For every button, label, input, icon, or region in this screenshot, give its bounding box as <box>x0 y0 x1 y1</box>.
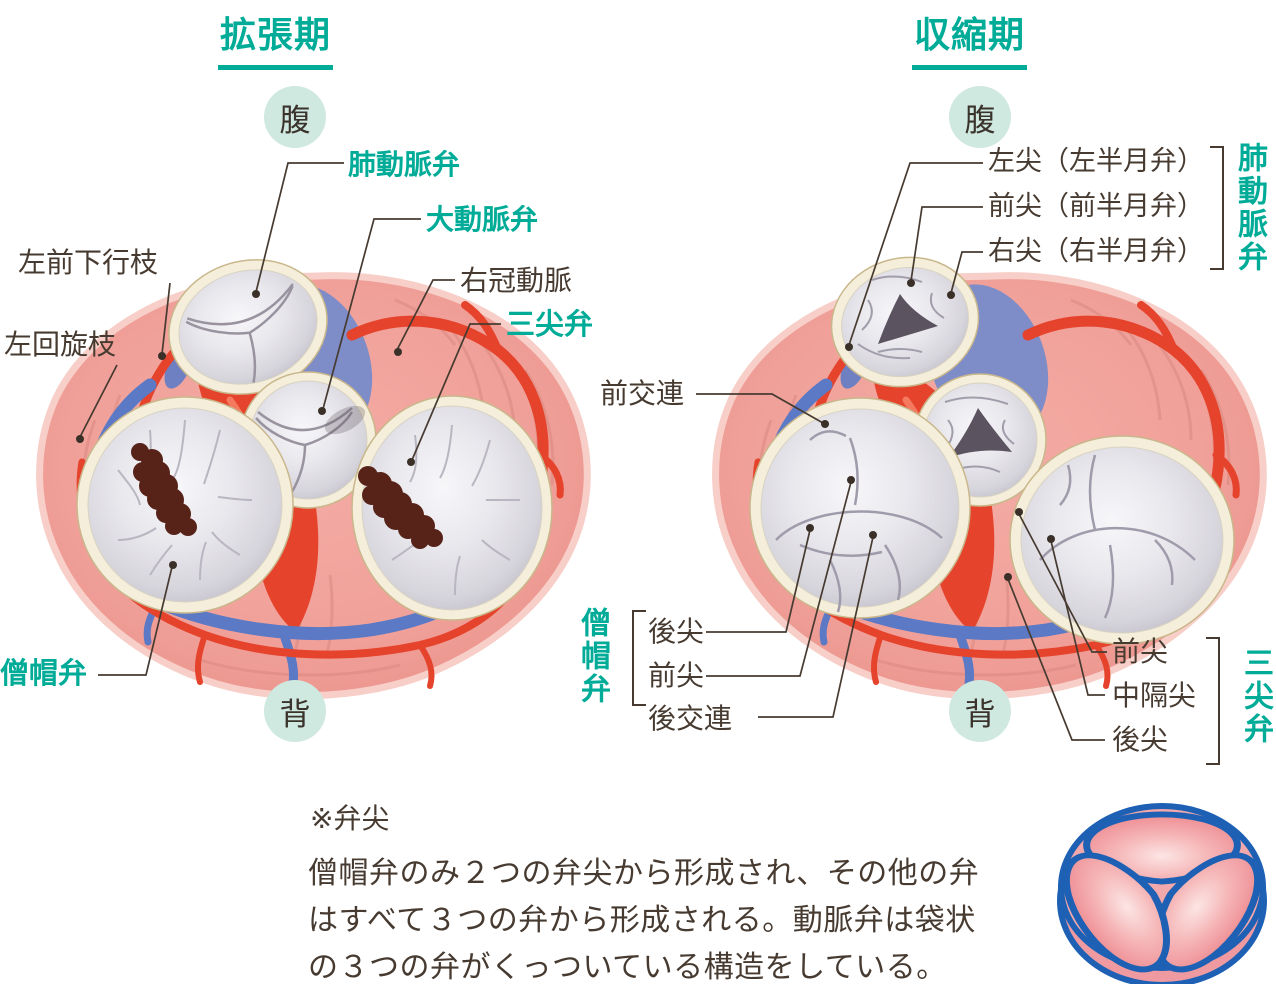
label-left-anterior-descending: 左前下行枝 <box>18 246 159 279</box>
group-label-pulmonary-valve: 肺動脈弁 <box>1232 142 1267 274</box>
right-orientation-ventral: 腹 <box>949 86 1011 148</box>
label-tv-posterior-cusp: 後尖 <box>1112 723 1169 756</box>
diastole-valves <box>76 259 553 621</box>
footnote-title: ※弁尖 <box>310 802 390 835</box>
group-label-tricuspid-valve: 三尖弁 <box>1238 647 1273 746</box>
left-orientation-dorsal: 背 <box>264 680 326 742</box>
label-left-circumflex: 左回旋枝 <box>4 328 117 361</box>
label-tricuspid-valve: 三尖弁 <box>506 307 594 341</box>
label-mv-anterior-cusp: 前尖 <box>648 659 705 692</box>
footnote-line-1: 僧帽弁のみ２つの弁尖から形成され、その他の弁 <box>308 856 980 891</box>
label-anterior-commissure: 前交連 <box>600 377 685 410</box>
label-pv-anterior-cusp: 前尖（前半月弁） <box>988 191 1204 222</box>
footnote-line-2: はすべて３つの弁から形成される。動脈弁は袋状 <box>308 903 976 938</box>
valve-structure-icon <box>1048 803 1276 984</box>
left-orientation-ventral: 腹 <box>264 86 326 148</box>
label-tv-septal-cusp: 中隔尖 <box>1112 679 1197 712</box>
right-panel-title: 収縮期 <box>912 6 1028 70</box>
label-right-coronary-artery: 右冠動脈 <box>460 264 573 297</box>
mitral-orifice <box>131 443 197 536</box>
label-mitral-valve: 僧帽弁 <box>0 656 88 690</box>
leader-dots <box>76 279 1055 581</box>
bracket-mitral-group <box>632 610 646 706</box>
footnote-line-3: の３つの弁がくっついている構造をしている。 <box>308 950 947 984</box>
label-posterior-commissure: 後交連 <box>648 702 733 735</box>
leader-lines <box>79 162 1107 741</box>
label-pv-left-cusp: 左尖（左半月弁） <box>988 146 1204 177</box>
right-orientation-dorsal: 背 <box>949 680 1011 742</box>
systole-valves <box>749 256 1235 645</box>
tricuspid-orifice <box>358 466 443 549</box>
label-mv-posterior-cusp: 後尖 <box>648 615 705 648</box>
label-pv-right-cusp: 右尖（右半月弁） <box>988 236 1204 267</box>
group-label-mitral-valve: 僧帽弁 <box>575 607 610 706</box>
bracket-pulmonary-group <box>1210 146 1224 270</box>
label-aortic-valve: 大動脈弁 <box>426 203 539 236</box>
bracket-tricuspid-group <box>1206 637 1220 765</box>
label-tv-anterior-cusp: 前尖 <box>1112 635 1169 668</box>
left-panel-title: 拡張期 <box>218 6 334 70</box>
label-pulmonary-valve: 肺動脈弁 <box>348 148 461 181</box>
